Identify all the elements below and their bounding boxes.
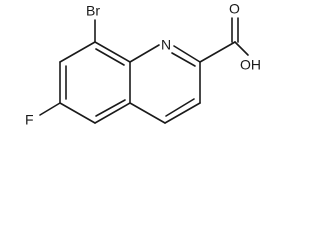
bond-c3-c4-inner [165,98,195,117]
bond-carboxyl-oh [234,41,249,56]
bond-c8a-n1 [129,44,160,63]
bond-n1-c2-inner [171,52,196,67]
bond-c6-c5 [59,102,96,124]
bromine-label: Br [86,3,100,19]
chemical-structure-diagram: Br N O OH F [25,1,261,128]
bond-c2-carboxyl [199,41,236,63]
hydroxyl-label: OH [240,57,261,73]
bond-c5-c4a-inner [95,99,126,117]
bond-c4-c4a [129,102,166,124]
nitrogen-label: N [161,37,171,53]
bond-c8-c7 [59,41,96,63]
fluorine-label: F [25,112,34,128]
bond-c8a-c8-inner [95,48,125,66]
bond-n1-c2 [173,45,201,63]
oxygen-label: O [229,1,240,17]
bond-c8a-c8 [94,41,131,63]
bonds [39,17,249,124]
bond-c3-c4 [164,102,201,124]
bond-c6-f [39,102,61,116]
bond-c5-c4a [94,102,131,124]
atom-labels: Br N O OH F [25,1,261,128]
